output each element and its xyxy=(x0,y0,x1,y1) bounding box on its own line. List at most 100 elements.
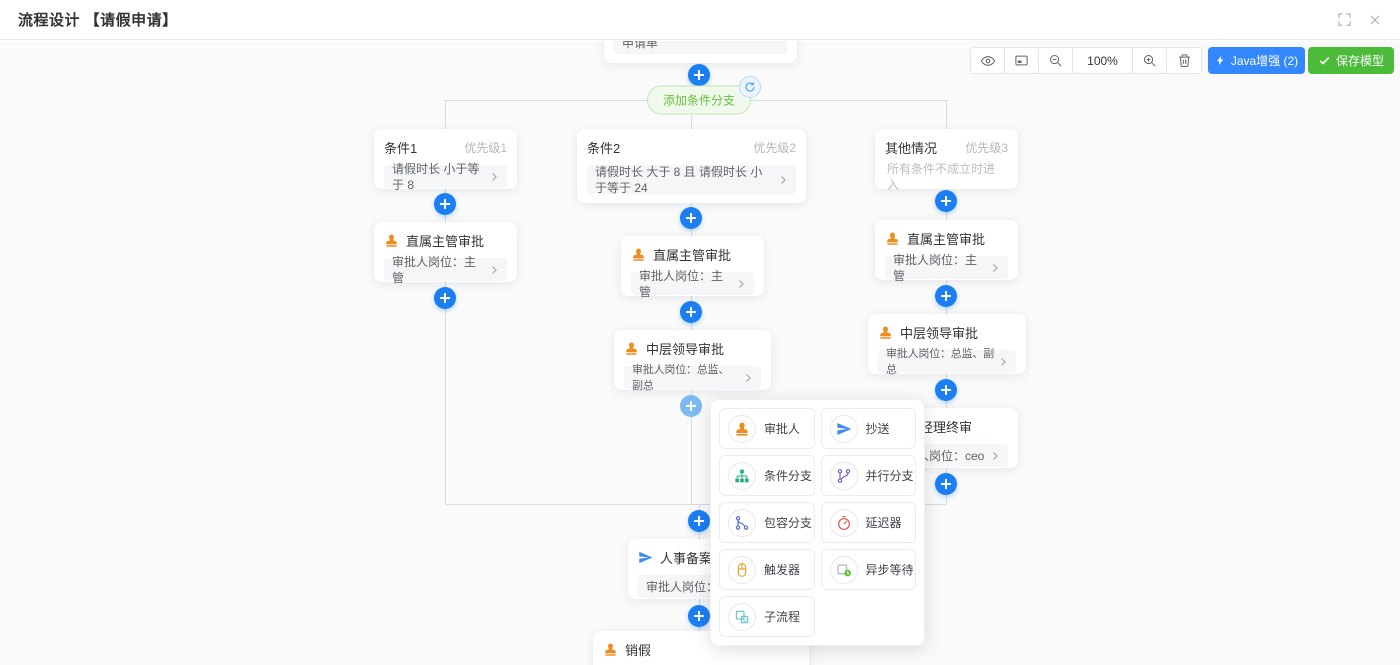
node-body-text: 审批人岗位：主管 xyxy=(893,252,978,283)
condition-name: 其他情况 xyxy=(885,141,938,156)
approver-node[interactable]: 销假 xyxy=(593,631,809,665)
parallel-branch-icon xyxy=(829,461,858,490)
add-node-button[interactable] xyxy=(434,193,456,215)
condition-priority: 优先级2 xyxy=(753,141,796,155)
chevron-right-icon xyxy=(746,373,751,382)
chevron-right-icon xyxy=(739,279,744,288)
chevron-right-icon xyxy=(492,265,497,274)
approver-node[interactable]: 直属主管审批 审批人岗位：主管 xyxy=(875,220,1018,283)
add-node-button[interactable] xyxy=(935,285,957,307)
save-model-button[interactable]: 保存模型 xyxy=(1308,47,1394,74)
start-node-text: 填写表单：请假申请-请假申请单 xyxy=(622,41,659,50)
popup-item-async-wait[interactable]: 异步等待 xyxy=(820,549,916,590)
add-node-button[interactable] xyxy=(935,379,957,401)
connector-line xyxy=(445,504,947,505)
chevron-right-icon xyxy=(492,172,497,181)
send-icon xyxy=(639,551,653,564)
java-enhance-icon xyxy=(1216,55,1224,66)
condition-node[interactable]: 条件1 优先级1 请假时长 小于等于 8 xyxy=(374,129,517,192)
save-model-label: 保存模型 xyxy=(1335,54,1384,68)
close-icon[interactable] xyxy=(1368,13,1382,27)
zoom-in-icon xyxy=(1144,55,1156,67)
condition-node[interactable]: 条件2 优先级2 请假时长 大于 8 且 请假时长 小于等于 24 xyxy=(577,129,806,203)
add-node-button[interactable] xyxy=(680,301,702,323)
condition-text: 所有条件不成立时进入 xyxy=(887,161,996,192)
java-enhance-label: Java增强 (2) xyxy=(1230,54,1299,68)
add-node-button[interactable] xyxy=(688,605,710,627)
inclusive-branch-icon xyxy=(728,508,756,537)
zoom-out-button[interactable] xyxy=(1039,48,1073,73)
popup-item-cc[interactable]: 抄送 xyxy=(820,408,916,449)
approver-node[interactable]: 中层领导审批 审批人岗位：总监、副总 xyxy=(868,314,1026,376)
popup-item-delay-timer[interactable]: 延迟器 xyxy=(820,502,916,543)
preview-eye-icon xyxy=(980,55,995,66)
popup-item-inclusive-branch[interactable]: 包容分支 xyxy=(719,502,815,543)
chevron-right-icon xyxy=(993,263,998,272)
add-node-button[interactable] xyxy=(935,473,957,495)
node-title: 直属主管审批 xyxy=(907,232,986,247)
zoom-out-icon xyxy=(1050,55,1062,67)
stamp-icon xyxy=(626,342,637,355)
stamp-icon xyxy=(880,326,891,339)
node-title: 直属主管审批 xyxy=(653,248,732,263)
chevron-right-icon xyxy=(1001,357,1006,366)
node-body-text: 审批人岗位：人 xyxy=(646,579,731,594)
condition-text: 请假时长 小于等于 8 xyxy=(392,161,480,192)
add-node-button-active[interactable] xyxy=(680,395,702,417)
node-body-text: 审批人岗位：主管 xyxy=(392,254,477,285)
title-bar: 流程设计 【请假申请】 xyxy=(0,0,1400,40)
chevron-right-icon xyxy=(993,451,998,460)
fullscreen-icon[interactable] xyxy=(1337,12,1352,27)
condition-name: 条件2 xyxy=(587,141,621,156)
node-body-text: 审批人岗位：总监、副总 xyxy=(632,363,730,392)
add-node-button[interactable] xyxy=(688,64,710,86)
minimap-button[interactable] xyxy=(1005,48,1039,73)
condition-text: 请假时长 大于 8 且 请假时长 小于等于 24 xyxy=(595,164,763,195)
stamp-icon xyxy=(386,234,397,247)
async-wait-icon xyxy=(829,555,858,584)
chevron-right-icon xyxy=(781,175,786,184)
subprocess-icon xyxy=(728,602,756,631)
approver-node[interactable]: 直属主管审批 审批人岗位：主管 xyxy=(621,236,764,299)
delete-button[interactable] xyxy=(1167,48,1201,73)
start-form-node[interactable]: 填写表单：请假申请-请假申请单 xyxy=(604,41,797,63)
canvas-toolbar: 100% xyxy=(970,47,1202,74)
add-node-button[interactable] xyxy=(680,207,702,229)
condition-priority: 优先级3 xyxy=(965,141,1008,155)
preview-button[interactable] xyxy=(971,48,1005,73)
zoom-level-label: 100% xyxy=(1073,48,1133,73)
approver-node[interactable]: 中层领导审批 审批人岗位：总监、副总 xyxy=(614,330,771,392)
zoom-in-button[interactable] xyxy=(1133,48,1167,73)
check-icon xyxy=(1319,56,1330,65)
approver-node[interactable]: 直属主管审批 审批人岗位：主管 xyxy=(374,222,517,285)
node-title: 销假 xyxy=(625,643,652,658)
java-enhance-button[interactable]: Java增强 (2) xyxy=(1208,47,1305,74)
node-type-popup: 审批人 抄送 条件分支 并行分支 包容分支 xyxy=(710,399,925,646)
add-node-button[interactable] xyxy=(434,287,456,309)
page-title: 流程设计 【请假申请】 xyxy=(18,12,178,29)
add-condition-branch-button[interactable]: 添加条件分支 xyxy=(646,85,752,115)
refresh-branch-icon[interactable] xyxy=(739,76,761,98)
popup-item-parallel-branch[interactable]: 并行分支 xyxy=(820,455,916,496)
popup-item-trigger[interactable]: 触发器 xyxy=(719,549,815,590)
delete-icon xyxy=(1178,54,1190,67)
node-body-text: 审批人岗位：主管 xyxy=(639,268,724,299)
flow-canvas[interactable]: 填写表单：请假申请-请假申请单 添加条件分支 条件1 优先级1 请假时长 小于等… xyxy=(0,41,1400,665)
node-title: 中层领导审批 xyxy=(646,342,725,357)
stamp-icon xyxy=(728,414,756,443)
popup-item-subprocess[interactable]: 子流程 xyxy=(719,596,815,637)
node-title: 直属主管审批 xyxy=(406,234,485,249)
trigger-icon xyxy=(728,555,756,584)
stamp-icon xyxy=(633,248,644,261)
condition-priority: 优先级1 xyxy=(464,141,507,155)
condition-name: 条件1 xyxy=(384,141,418,156)
popup-item-approver[interactable]: 审批人 xyxy=(719,408,815,449)
stamp-icon xyxy=(605,643,616,656)
condition-branch-icon xyxy=(728,461,756,490)
stamp-icon xyxy=(887,232,898,245)
popup-item-condition-branch[interactable]: 条件分支 xyxy=(719,455,815,496)
add-node-button[interactable] xyxy=(935,190,957,212)
delay-timer-icon xyxy=(829,508,858,537)
add-node-button[interactable] xyxy=(688,510,710,532)
condition-node[interactable]: 其他情况 优先级3 所有条件不成立时进入 xyxy=(875,129,1018,192)
